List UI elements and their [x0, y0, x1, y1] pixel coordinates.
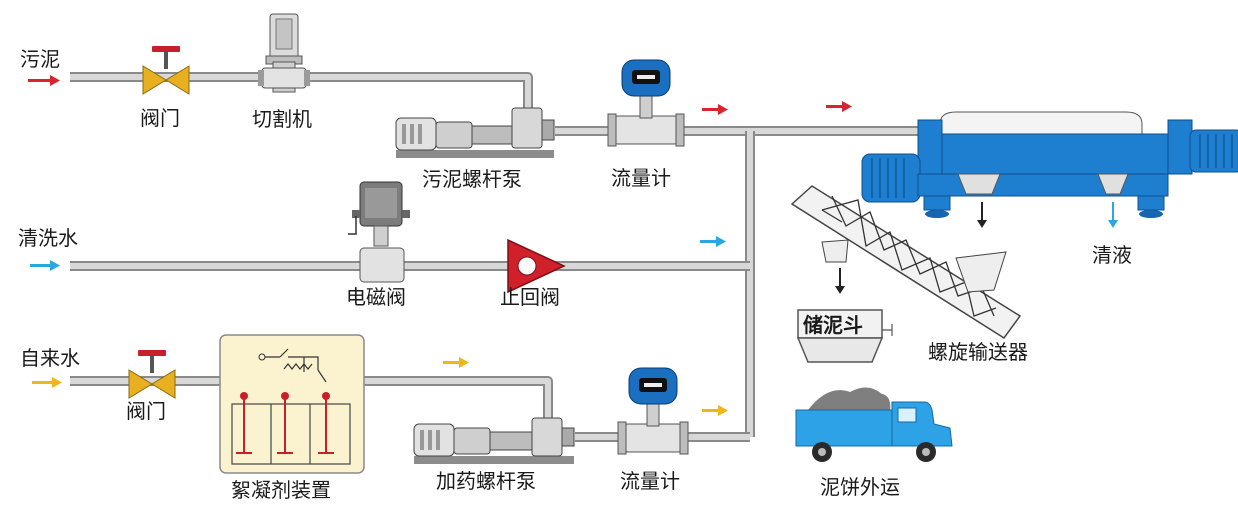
hopper-drop-arrow-icon	[835, 268, 845, 294]
flow-arrows	[28, 75, 852, 416]
valve-bottom-icon	[128, 350, 176, 399]
label-inlet-tap-water: 自来水	[20, 346, 80, 370]
tap-water-arrow-icon	[32, 377, 62, 388]
tap-water-arrow-icon	[443, 357, 469, 368]
sludge-hopper-icon	[796, 309, 893, 363]
solenoid-valve-icon	[348, 181, 410, 283]
valve-top-icon	[142, 46, 190, 95]
label-flocculant-device: 絮凝剂装置	[231, 478, 331, 502]
label-cake-transport: 泥饼外运	[820, 475, 900, 499]
label-flowmeter-bottom: 流量计	[620, 469, 680, 493]
flowmeter-bottom-icon	[617, 367, 689, 455]
sludge-arrow-icon	[826, 101, 852, 112]
screw-conveyor-icon	[790, 185, 1022, 340]
flowmeter-top-icon	[607, 59, 685, 147]
label-sludge-hopper: 储泥斗	[803, 313, 863, 337]
label-screw-conveyor: 螺旋输送器	[928, 340, 1028, 364]
flocculant-device-icon	[219, 334, 365, 474]
dosing-screw-pump-icon	[413, 417, 575, 464]
label-inlet-sludge: 污泥	[20, 47, 60, 71]
sludge-cake-truck-icon	[795, 387, 953, 462]
cake-drop-arrow-icon	[977, 202, 987, 228]
clear-liquid-arrow-icon	[1108, 202, 1118, 228]
label-solenoid-valve: 电磁阀	[346, 285, 406, 309]
label-check-valve: 止回阀	[500, 285, 560, 309]
sludge-arrow-icon	[28, 75, 60, 86]
wash-water-arrow-icon	[700, 236, 726, 247]
label-cutter: 切割机	[252, 107, 312, 131]
sludge-screw-pump-icon	[395, 107, 555, 158]
label-dosing-pump: 加药螺杆泵	[436, 469, 536, 493]
label-inlet-wash-water: 清洗水	[18, 226, 78, 250]
label-clear-liquid: 清液	[1092, 243, 1132, 267]
labels: 污泥 阀门 切割机 污泥螺杆泵 流量计 清洗水 电磁阀 止回阀 自来水 阀门 絮…	[18, 47, 1132, 502]
label-valve-top: 阀门	[140, 106, 180, 130]
wash-water-arrow-icon	[30, 260, 60, 271]
check-valve-icon	[507, 238, 566, 294]
label-valve-bottom: 阀门	[126, 399, 166, 423]
label-sludge-pump: 污泥螺杆泵	[422, 167, 522, 191]
tap-water-arrow-icon	[702, 405, 728, 416]
cutter-icon	[258, 13, 310, 93]
label-flowmeter-top: 流量计	[611, 166, 671, 190]
decanter-centrifuge-icon	[861, 111, 1238, 218]
sludge-arrow-icon	[702, 104, 728, 115]
